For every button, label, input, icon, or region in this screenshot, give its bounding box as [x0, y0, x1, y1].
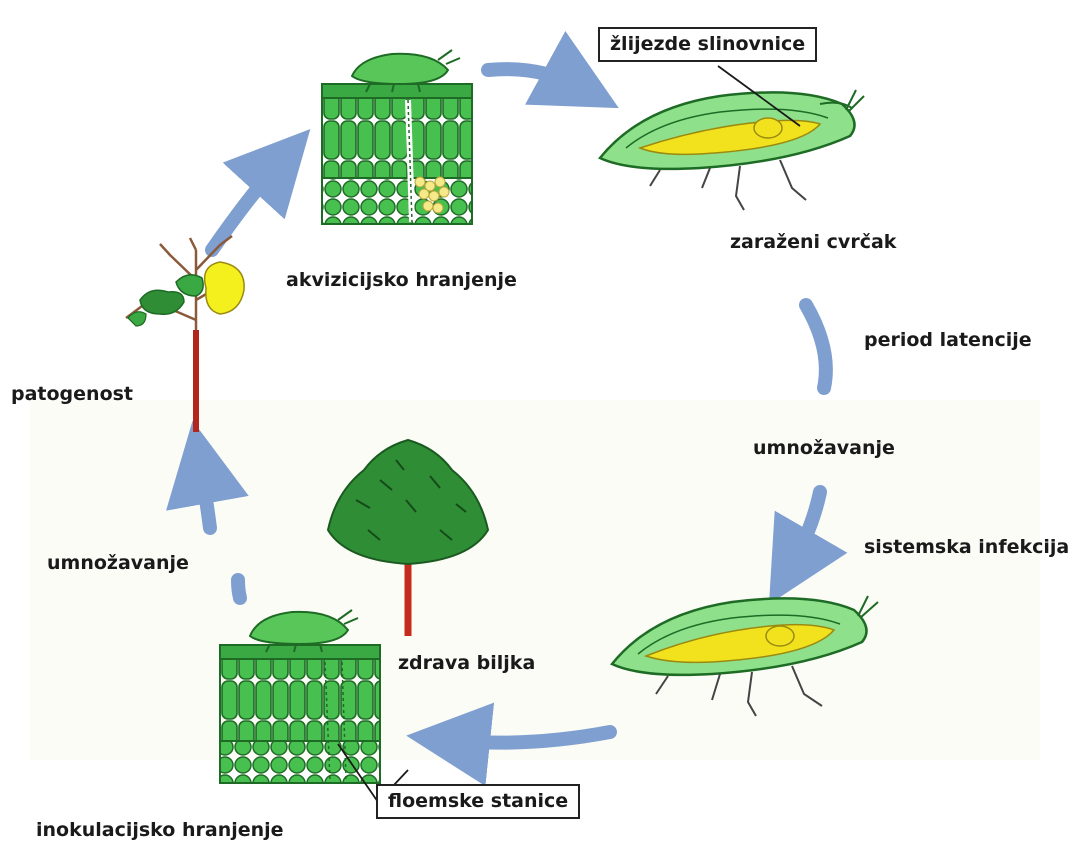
label-latency-period: period latencije: [864, 329, 1032, 351]
arrow-latency: [806, 305, 826, 388]
leaf-section-acquisition: [322, 84, 472, 224]
label-inoculation-feeding: inokulacijsko hranjenje: [36, 819, 284, 841]
label-infected-leafhopper: zaraženi cvrčak: [730, 231, 896, 253]
label-multiplication-right: umnožavanje: [753, 437, 895, 459]
insect-large-top: [600, 90, 864, 210]
label-systemic-infection: sistemska infekcija: [864, 536, 1069, 558]
label-healthy-plant: zdrava biljka: [398, 652, 535, 674]
arrow-acquisition-to-insect: [488, 69, 582, 88]
leaf-section-inoculation: [220, 645, 380, 783]
label-multiplication-left: umnožavanje: [47, 552, 189, 574]
label-salivary-glands: žlijezde slinovnice: [598, 27, 817, 62]
label-phloem-cells: floemske stanice: [376, 784, 580, 819]
label-acquisition-feeding: akvizicijsko hranjenje: [286, 269, 517, 291]
label-pathogenicity: patogenost: [11, 383, 133, 405]
arrow-left-multiplication-lower: [238, 580, 240, 598]
arrow-to-acquisition: [212, 160, 282, 250]
